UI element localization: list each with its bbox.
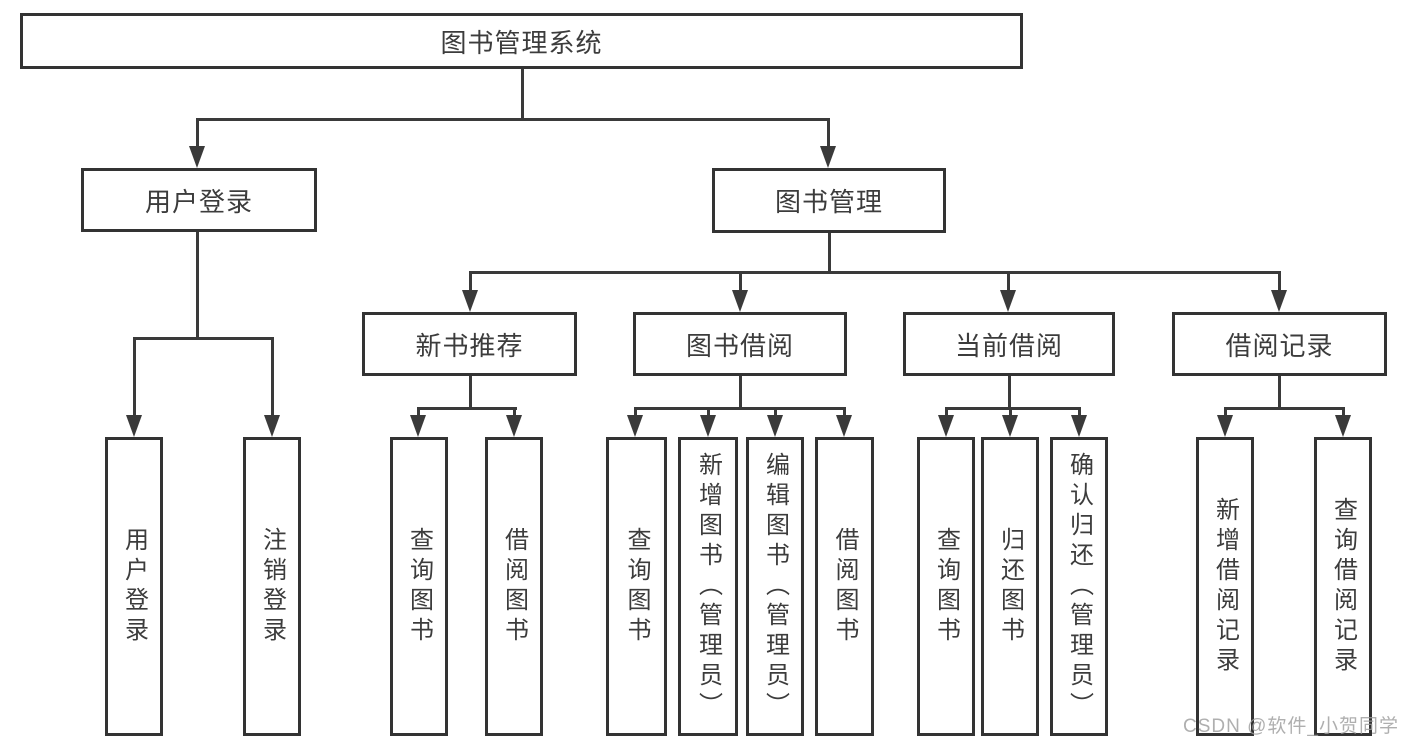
- connector-line: [195, 118, 199, 150]
- leaf-logout: 注销登录: [243, 437, 301, 736]
- leaf-cb-query-books: 查询图书: [917, 437, 975, 736]
- connector-line: [1223, 407, 1227, 417]
- arrowhead-icon: [627, 415, 643, 437]
- arrowhead-icon: [938, 415, 954, 437]
- connector-line: [195, 232, 199, 338]
- node-root: 图书管理系统: [20, 13, 1023, 69]
- arrowhead-icon: [264, 415, 280, 437]
- leaf-logout-label: 注销登录: [258, 526, 286, 647]
- leaf-cb-confirm-return-admin: 确认归还（管理员）: [1050, 437, 1108, 736]
- leaf-user-login-label: 用户登录: [120, 526, 148, 647]
- node-new-book-rec: 新书推荐: [362, 312, 577, 376]
- arrowhead-icon: [767, 415, 783, 437]
- leaf-cb-return-books: 归还图书: [981, 437, 1039, 736]
- connector-line: [706, 407, 710, 417]
- arrowhead-icon: [1071, 415, 1087, 437]
- node-current-borrow: 当前借阅: [903, 312, 1115, 376]
- node-book-borrow-label: 图书借阅: [685, 330, 794, 361]
- leaf-bb-query-books-label: 查询图书: [623, 526, 650, 647]
- connector-line: [633, 407, 637, 417]
- leaf-nbr-query-books-label: 查询图书: [405, 526, 433, 647]
- arrowhead-icon: [836, 415, 852, 437]
- arrowhead-icon: [732, 290, 748, 312]
- leaf-bb-edit-books-admin: 编辑图书（管理员）: [746, 437, 804, 736]
- leaf-cb-query-books-label: 查询图书: [932, 526, 960, 647]
- connector-line: [826, 118, 830, 150]
- connector-line: [416, 407, 517, 410]
- leaf-nbr-query-books: 查询图书: [390, 437, 448, 736]
- node-user-login: 用户登录: [81, 168, 317, 232]
- connector-line: [1006, 271, 1010, 292]
- connector-line: [520, 69, 524, 118]
- node-user-login-label: 用户登录: [144, 186, 253, 217]
- arrowhead-icon: [1000, 290, 1016, 312]
- leaf-nbr-borrow-books: 借阅图书: [485, 437, 543, 736]
- connector-line: [416, 407, 420, 417]
- node-borrow-record: 借阅记录: [1172, 312, 1387, 376]
- leaf-user-login: 用户登录: [105, 437, 163, 736]
- connector-line: [1223, 407, 1345, 410]
- node-root-label: 图书管理系统: [440, 27, 603, 58]
- arrowhead-icon: [189, 146, 205, 168]
- connector-line: [132, 337, 136, 417]
- leaf-bb-query-books: 查询图书: [606, 437, 667, 736]
- leaf-br-query-record-label: 查询借阅记录: [1329, 496, 1357, 677]
- arrowhead-icon: [1335, 415, 1351, 437]
- connector-line: [468, 271, 1281, 274]
- connector-line: [512, 407, 516, 417]
- csdn-watermark: CSDN @软件_小贺同学: [1183, 716, 1399, 737]
- connector-line: [842, 407, 846, 417]
- arrowhead-icon: [1002, 415, 1018, 437]
- node-borrow-record-label: 借阅记录: [1225, 330, 1334, 361]
- connector-line: [468, 271, 472, 292]
- connector-line: [270, 337, 274, 417]
- connector-line: [132, 337, 274, 340]
- connector-line: [773, 407, 777, 417]
- leaf-br-add-record: 新增借阅记录: [1196, 437, 1254, 736]
- leaf-cb-return-books-label: 归还图书: [996, 526, 1024, 647]
- leaf-cb-confirm-return-admin-label: 确认归还（管理员）: [1065, 451, 1093, 722]
- arrowhead-icon: [410, 415, 426, 437]
- connector-line: [827, 233, 831, 273]
- connector-line: [738, 376, 742, 409]
- connector-line: [196, 118, 830, 121]
- arrowhead-icon: [1217, 415, 1233, 437]
- connector-line: [1008, 407, 1012, 417]
- leaf-br-query-record: 查询借阅记录: [1314, 437, 1372, 736]
- node-book-borrow: 图书借阅: [633, 312, 847, 376]
- node-new-book-rec-label: 新书推荐: [415, 330, 524, 361]
- leaf-bb-add-books-admin: 新增图书（管理员）: [678, 437, 738, 736]
- leaf-bb-borrow-books: 借阅图书: [815, 437, 874, 736]
- connector-line: [1077, 407, 1081, 417]
- arrowhead-icon: [126, 415, 142, 437]
- leaf-bb-edit-books-admin-label: 编辑图书（管理员）: [761, 451, 789, 722]
- connector-line: [944, 407, 948, 417]
- leaf-bb-borrow-books-label: 借阅图书: [831, 526, 858, 647]
- connector-line: [1007, 376, 1011, 409]
- connector-line: [468, 376, 472, 409]
- connector-line: [1341, 407, 1345, 417]
- arrowhead-icon: [506, 415, 522, 437]
- arrowhead-icon: [462, 290, 478, 312]
- node-book-mgmt-label: 图书管理: [774, 187, 883, 217]
- arrowhead-icon: [820, 146, 836, 168]
- leaf-bb-add-books-admin-label: 新增图书（管理员）: [694, 451, 722, 722]
- connector-line: [1277, 376, 1281, 409]
- leaf-br-add-record-label: 新增借阅记录: [1211, 496, 1239, 677]
- arrowhead-icon: [1271, 290, 1287, 312]
- connector-line: [633, 407, 846, 410]
- node-current-borrow-label: 当前借阅: [954, 330, 1063, 361]
- connector-line: [738, 271, 742, 292]
- arrowhead-icon: [700, 415, 716, 437]
- node-book-mgmt: 图书管理: [712, 168, 946, 233]
- leaf-nbr-borrow-books-label: 借阅图书: [500, 526, 528, 647]
- connector-line: [944, 407, 1081, 410]
- connector-line: [1277, 271, 1281, 292]
